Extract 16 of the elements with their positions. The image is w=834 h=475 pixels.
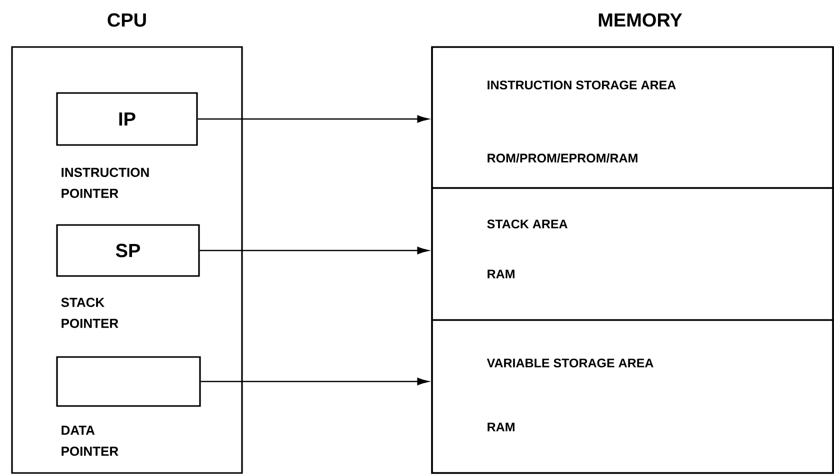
- register-caption: INSTRUCTION POINTER: [62, 168, 149, 198]
- area-label: RAM: [488, 270, 514, 278]
- area-label: STACK AREA: [487, 220, 568, 228]
- register-caption: STACK POINTER: [61, 298, 118, 328]
- area-label: INSTRUCTION STORAGE AREA: [488, 80, 676, 90]
- area-label: RAM: [488, 422, 514, 432]
- block-title: CPU: [108, 13, 146, 27]
- arrow: [200, 246, 429, 254]
- arrow: [198, 115, 429, 123]
- area-label: ROM/PROM/EPROM/RAM: [488, 153, 638, 163]
- arrow: [200, 378, 429, 386]
- area-label: VARIABLE STORAGE AREA: [486, 358, 654, 368]
- block-title: MEMORY: [598, 13, 682, 27]
- register-box: IP: [56, 92, 198, 146]
- register-box: SP: [56, 224, 200, 277]
- register-caption: DATA POINTER: [62, 426, 118, 456]
